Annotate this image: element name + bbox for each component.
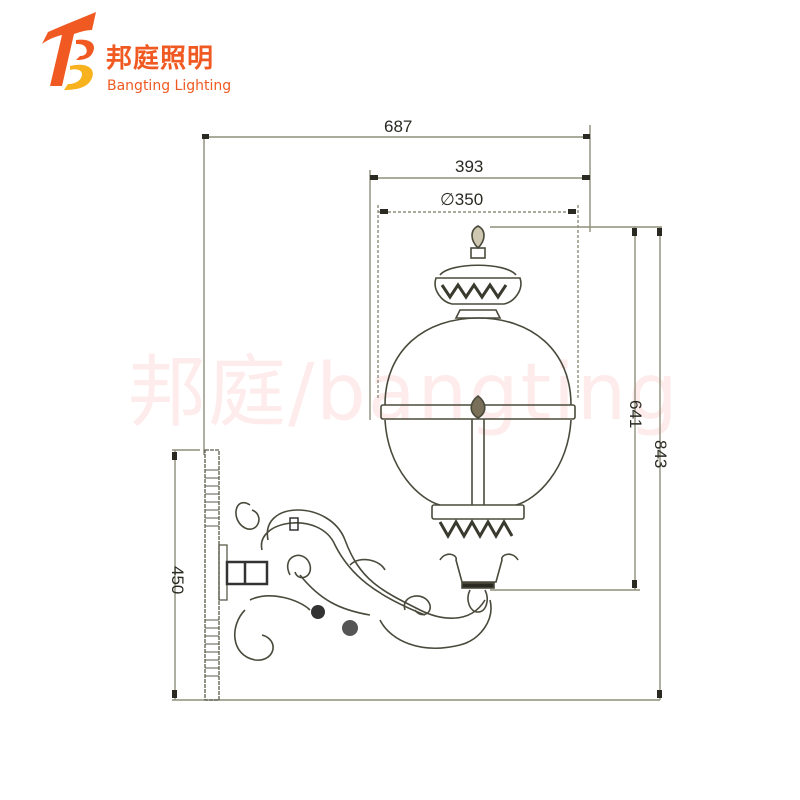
dim-total-width: 687 xyxy=(384,117,412,136)
wall-mount-plate xyxy=(204,449,269,701)
brand-name-cn: 邦庭照明 xyxy=(106,44,215,74)
watermark: 邦庭/bangting xyxy=(128,348,680,438)
TB-logo-icon xyxy=(42,12,96,90)
scroll-bracket-arm xyxy=(233,501,492,661)
brand-logo: 邦庭照明 Bangting Lighting xyxy=(36,10,231,100)
dim-total-height: 843 xyxy=(651,440,670,468)
dim-globe-diameter: ∅350 xyxy=(440,190,483,209)
dim-head-width: 393 xyxy=(455,157,483,176)
dim-globe-height: 641 xyxy=(626,400,645,428)
dim-mount-height: 450 xyxy=(168,566,187,594)
globe-lantern-head xyxy=(380,225,576,613)
dimension-arrows xyxy=(172,134,662,698)
brand-name-en: Bangting Lighting xyxy=(107,78,232,94)
dimension-lines xyxy=(172,125,662,701)
bracket-ornaments xyxy=(289,517,358,636)
